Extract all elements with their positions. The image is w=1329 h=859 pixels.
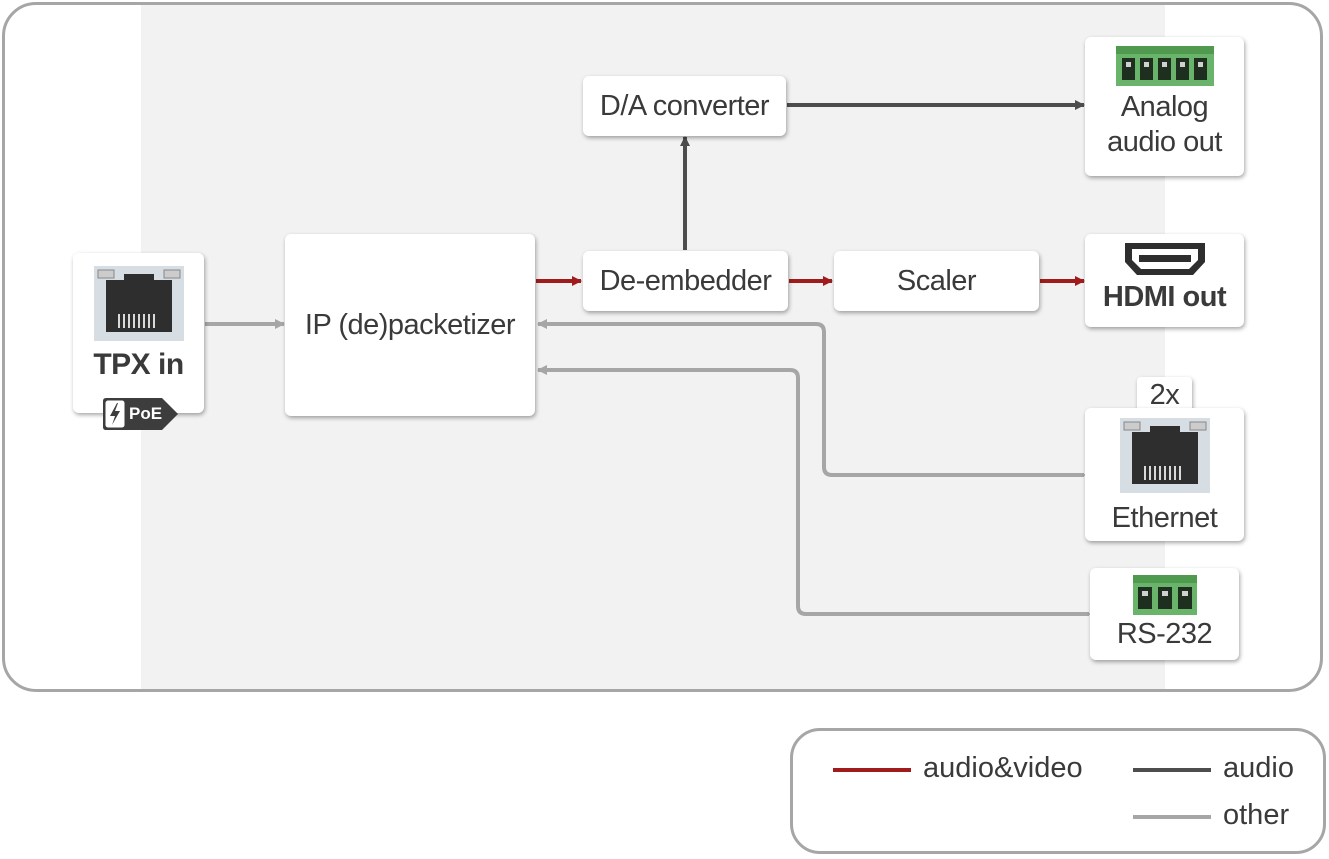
hdmi-out-block: HDMI out (1085, 234, 1244, 327)
de-embedder-label: De-embedder (599, 264, 772, 297)
legend-audio-label: audio (1223, 752, 1294, 784)
poe-label: PoE (129, 404, 163, 423)
line-ethernet (537, 319, 1093, 480)
hdmi-out-label: HDMI out (1102, 281, 1227, 313)
tpx-in-block: TPX in (73, 253, 204, 413)
poe-lightning-icon (103, 398, 178, 430)
tpx-in-label: TPX in (93, 348, 184, 381)
da-converter-block: D/A converter (583, 76, 786, 136)
legend-audio-swatch (1133, 768, 1211, 772)
de-embedder-block: De-embedder (583, 251, 788, 311)
legend-audio-video-swatch (833, 768, 911, 772)
scaler-block: Scaler (834, 251, 1039, 311)
ethernet-count-label: 2x (1149, 378, 1180, 411)
hdmi-port-icon (1124, 243, 1205, 275)
legend-other-label: other (1223, 799, 1290, 831)
ip-depacketizer-label: IP (de)packetizer (304, 308, 516, 341)
ethernet-count-tag: 2x (1137, 377, 1192, 413)
rj45-port-icon (1119, 418, 1210, 493)
legend: audio&video audio other (790, 728, 1326, 854)
analog-audio-out-block: Analog audio out (1085, 37, 1244, 176)
analog-audio-out-label-line1: Analog (1120, 91, 1209, 123)
rj45-port-icon (93, 266, 184, 341)
scaler-label: Scaler (896, 264, 977, 297)
da-converter-label: D/A converter (599, 89, 770, 122)
ethernet-label: Ethernet (1111, 502, 1218, 534)
poe-badge: PoE (102, 394, 180, 434)
ethernet-block: Ethernet (1085, 408, 1244, 541)
legend-audio-video-label: audio&video (923, 752, 1083, 784)
terminal-block-3pin-icon (1132, 575, 1197, 615)
analog-audio-out-label-line2: audio out (1107, 126, 1222, 158)
rs232-block: RS-232 (1090, 568, 1239, 660)
line-rs232 (537, 365, 1098, 619)
legend-other-swatch (1133, 815, 1211, 819)
rs232-label: RS-232 (1116, 618, 1213, 650)
terminal-block-5pin-icon (1115, 46, 1214, 86)
ip-depacketizer-block: IP (de)packetizer (285, 234, 535, 416)
